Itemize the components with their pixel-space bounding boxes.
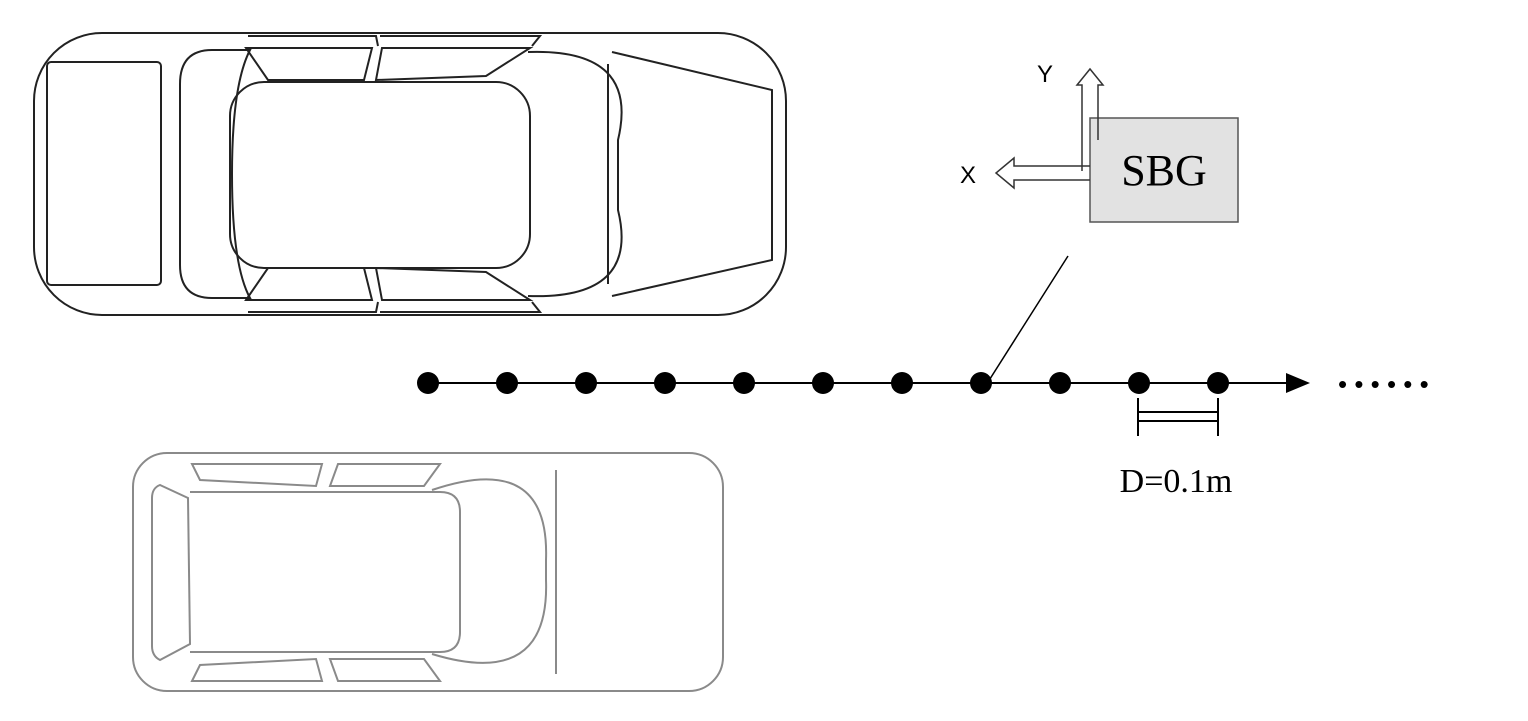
sample-point: [496, 372, 518, 394]
sbg-label: SBG: [1121, 146, 1207, 195]
sample-point: [1049, 372, 1071, 394]
sample-point: [1128, 372, 1150, 394]
x-axis-arrow: [994, 156, 1090, 190]
axis-x-label: X: [960, 162, 976, 189]
sample-point: [575, 372, 597, 394]
sample-point: [733, 372, 755, 394]
sample-point: [654, 372, 676, 394]
sample-point: [970, 372, 992, 394]
trajectory: [417, 372, 1310, 394]
sample-point: [1207, 372, 1229, 394]
trajectory-arrowhead: [1286, 373, 1310, 393]
top-car: [33, 32, 787, 316]
axis-y-label: Y: [1037, 61, 1053, 88]
axis-arrows: [994, 67, 1105, 190]
sbg-box: [1089, 117, 1239, 223]
sample-points: [417, 372, 1229, 394]
spacing-label: D=0.1m: [1120, 463, 1233, 500]
sample-point: [812, 372, 834, 394]
sample-point: [891, 372, 913, 394]
sample-point: [417, 372, 439, 394]
sensor-leader-line: [987, 255, 1069, 383]
spacing-dimension: [1137, 398, 1219, 436]
continuation-dots: • • • • • •: [1338, 369, 1429, 399]
y-axis-arrow: [1075, 67, 1105, 171]
sbg-sensor: SBG: [1089, 117, 1239, 223]
bottom-car: [132, 452, 724, 692]
